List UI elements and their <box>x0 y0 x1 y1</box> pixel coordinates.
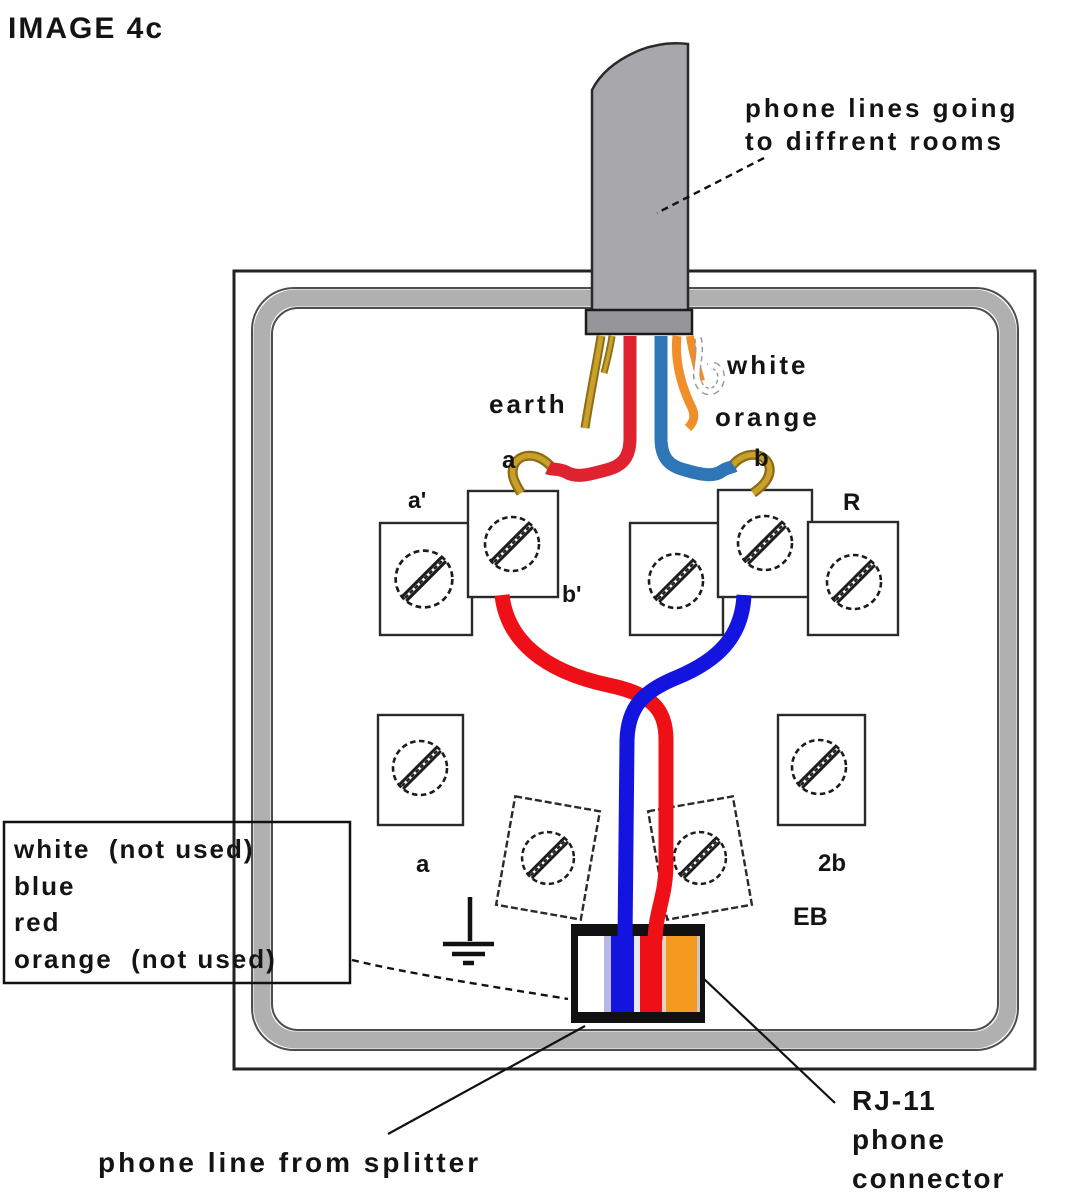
ground-icon <box>443 897 494 966</box>
rj11-stripe-orange <box>666 936 697 1012</box>
screw-icon <box>394 549 454 609</box>
label-terminal-a-top: a <box>502 447 516 474</box>
label-terminal-r: R <box>843 489 860 516</box>
label-splitter: phone line from splitter <box>98 1147 481 1178</box>
blue-wire-top <box>654 336 738 482</box>
screw-icon <box>391 739 449 797</box>
screw-icon <box>483 515 541 573</box>
blue-wire-bottom <box>617 594 752 941</box>
gold-hook-a <box>509 453 556 495</box>
gold-hook-b <box>728 452 773 496</box>
incoming-cable <box>590 42 690 314</box>
label-white: white <box>726 350 808 380</box>
orange-wire <box>671 335 699 432</box>
label-terminal-a-mid: a <box>416 851 430 878</box>
rj11-stripe-lavender <box>604 936 611 1012</box>
legend-line-4: orange (not used) <box>14 944 277 974</box>
rj11-gap-3 <box>697 936 700 1012</box>
rj11-stripe-blue <box>611 936 634 1012</box>
earth-strand <box>602 335 614 374</box>
leader-phone-lines <box>656 156 765 215</box>
label-earth: earth <box>489 389 568 419</box>
rj11-connector <box>571 924 705 1023</box>
leader-rj11 <box>702 977 836 1104</box>
label-rj11-3: connector <box>852 1163 1005 1194</box>
label-rj11-2: phone <box>852 1124 946 1155</box>
label-rj11-1: RJ-11 <box>852 1085 937 1116</box>
legend-line-3: red <box>14 907 60 937</box>
label-terminal-b-top: b <box>754 445 769 472</box>
rj11-stripe-white <box>578 936 604 1012</box>
label-terminal-2b: 2b <box>818 850 846 877</box>
screw-icon <box>672 830 728 886</box>
earth-wire <box>582 335 604 429</box>
white-wire <box>694 337 724 394</box>
label-phone-lines-1: phone lines going <box>745 93 1018 123</box>
label-orange: orange <box>715 402 820 432</box>
screw-icon <box>647 552 705 610</box>
wires <box>494 335 775 941</box>
cable-entry-bracket <box>584 308 694 336</box>
leader-legend-to-connector <box>351 958 569 1001</box>
screw-icon <box>825 553 883 611</box>
screw-icon <box>790 738 848 796</box>
label-terminal-b-prime: b' <box>562 581 582 607</box>
rj11-gap-2 <box>662 936 666 1012</box>
legend-line-2: blue <box>14 871 75 901</box>
page-title: IMAGE 4c <box>8 12 164 45</box>
label-terminal-a-prime: a' <box>408 487 426 513</box>
rj11-gap-1 <box>634 936 640 1012</box>
screw-icon <box>736 514 794 572</box>
screw-icon <box>520 830 576 886</box>
legend-line-1: white (not used) <box>13 834 255 864</box>
rj11-stripe-red <box>640 936 662 1012</box>
label-phone-lines-2: to diffrent rooms <box>745 126 1004 156</box>
red-wire-top <box>545 336 637 482</box>
leader-splitter <box>387 1025 586 1135</box>
label-terminal-eb: EB <box>793 903 828 931</box>
legend-box <box>2 820 352 985</box>
